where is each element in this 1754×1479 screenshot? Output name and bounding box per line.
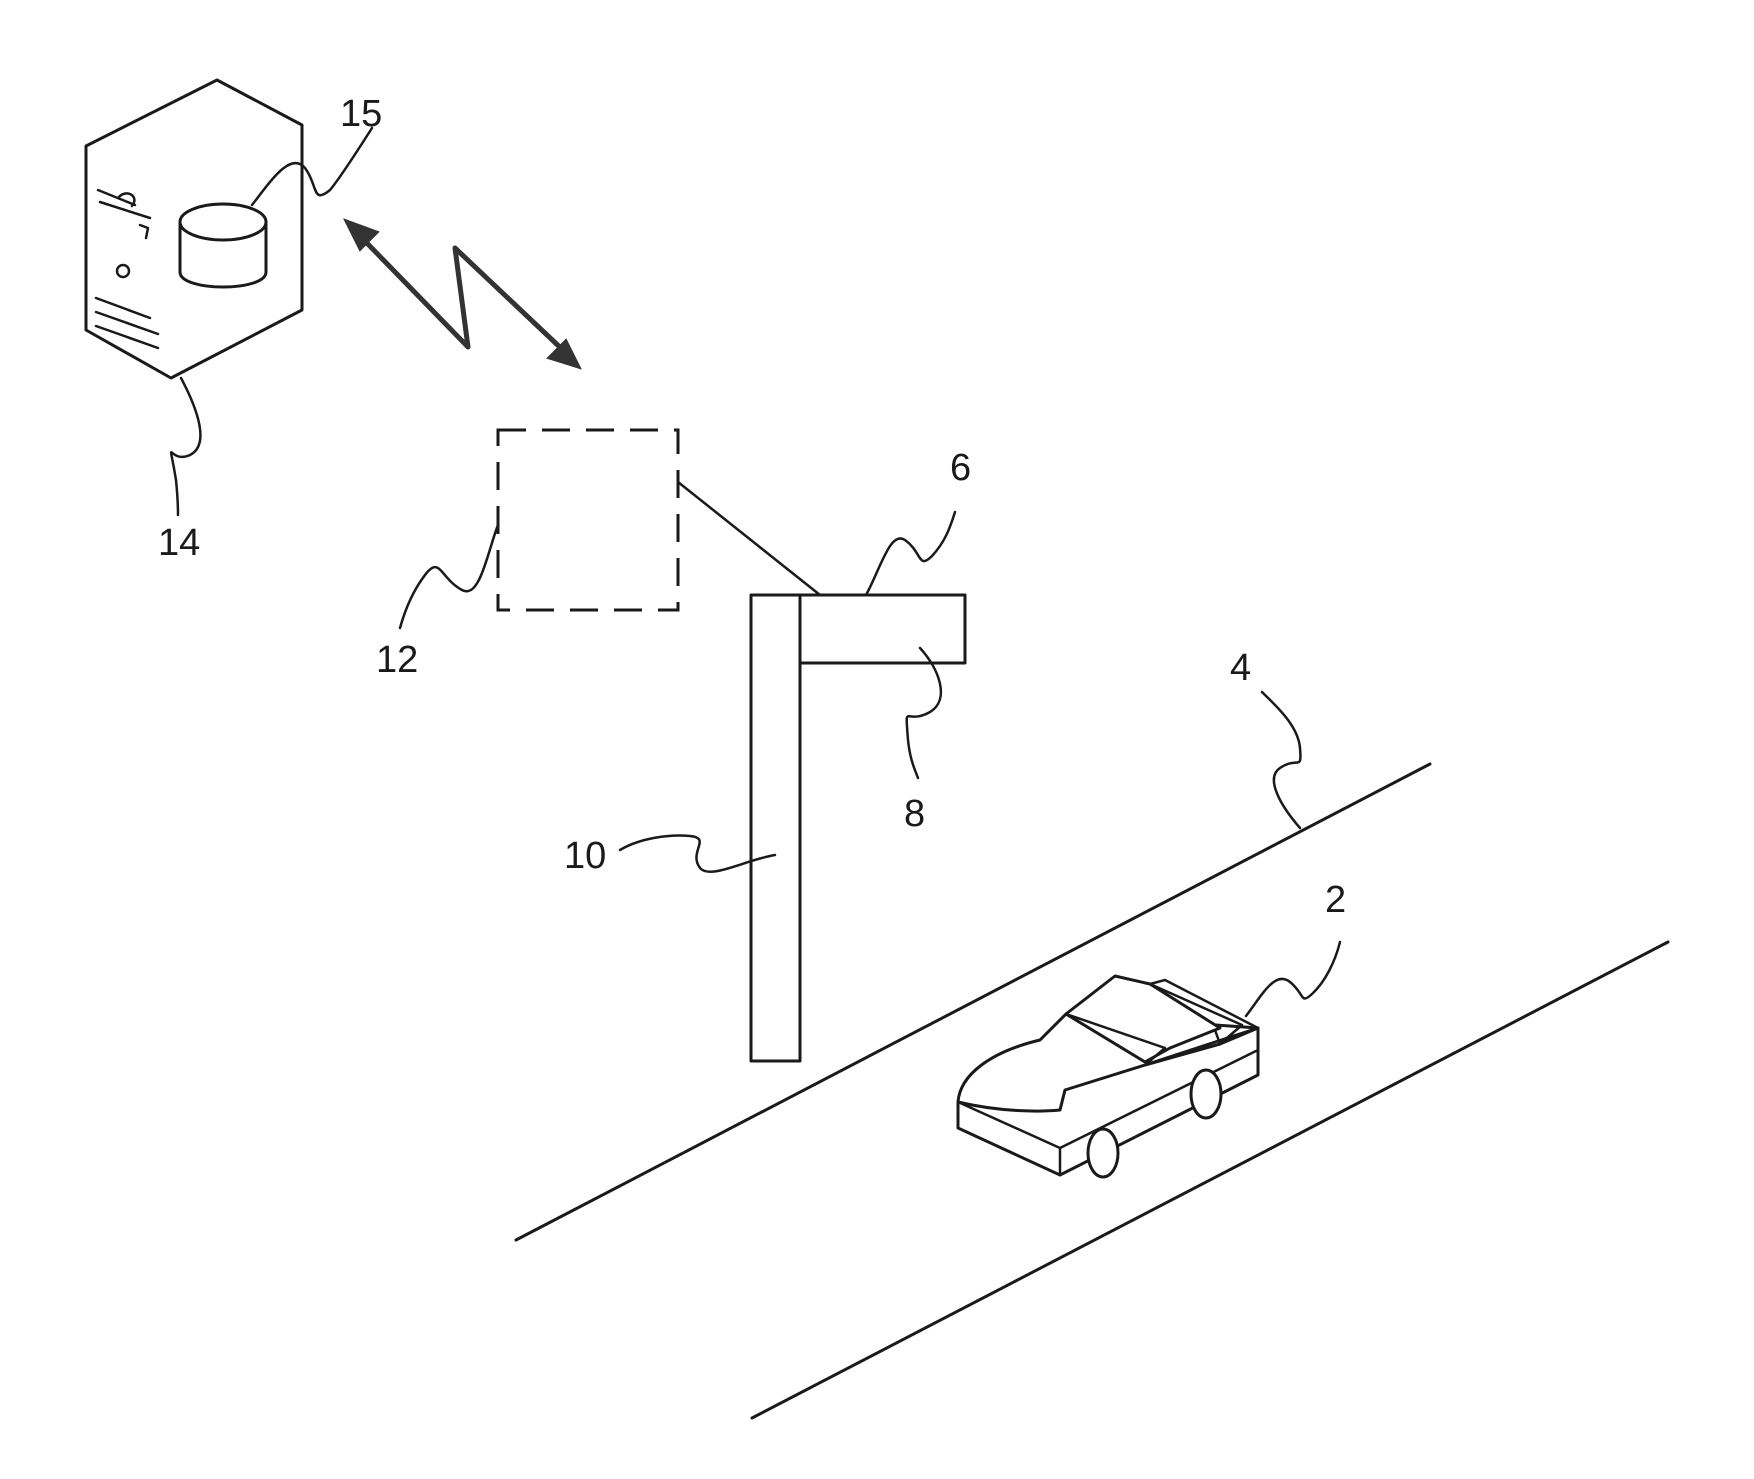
pole [751, 595, 800, 1061]
leader-4 [1262, 692, 1300, 828]
leader-14 [171, 378, 200, 515]
wireless-link-arrow [345, 220, 580, 368]
server [86, 80, 302, 378]
label-pole: 10 [564, 835, 606, 877]
sign-panel [800, 595, 965, 663]
arrowhead-upper [345, 220, 378, 250]
leader-2 [1246, 942, 1340, 1016]
label-road: 4 [1230, 647, 1251, 689]
database-icon [180, 204, 266, 287]
label-vehicle: 2 [1325, 879, 1346, 921]
label-sensor: 8 [904, 793, 925, 835]
label-database: 15 [340, 93, 382, 135]
label-sign-panel: 6 [950, 447, 971, 489]
leader-12 [400, 525, 498, 628]
rear-wheel-icon [1191, 1070, 1221, 1118]
road-edge-lower [752, 942, 1668, 1418]
leader-8 [907, 648, 941, 778]
vehicle [958, 976, 1258, 1177]
label-processing-unit: 12 [376, 639, 418, 681]
arrowhead-lower [548, 340, 580, 368]
connector-line [678, 482, 820, 595]
road-edge-upper [516, 764, 1430, 1240]
leader-6 [866, 512, 955, 595]
front-wheel-icon [1088, 1129, 1118, 1177]
label-server: 14 [158, 522, 200, 564]
processing-unit-box [498, 430, 678, 610]
